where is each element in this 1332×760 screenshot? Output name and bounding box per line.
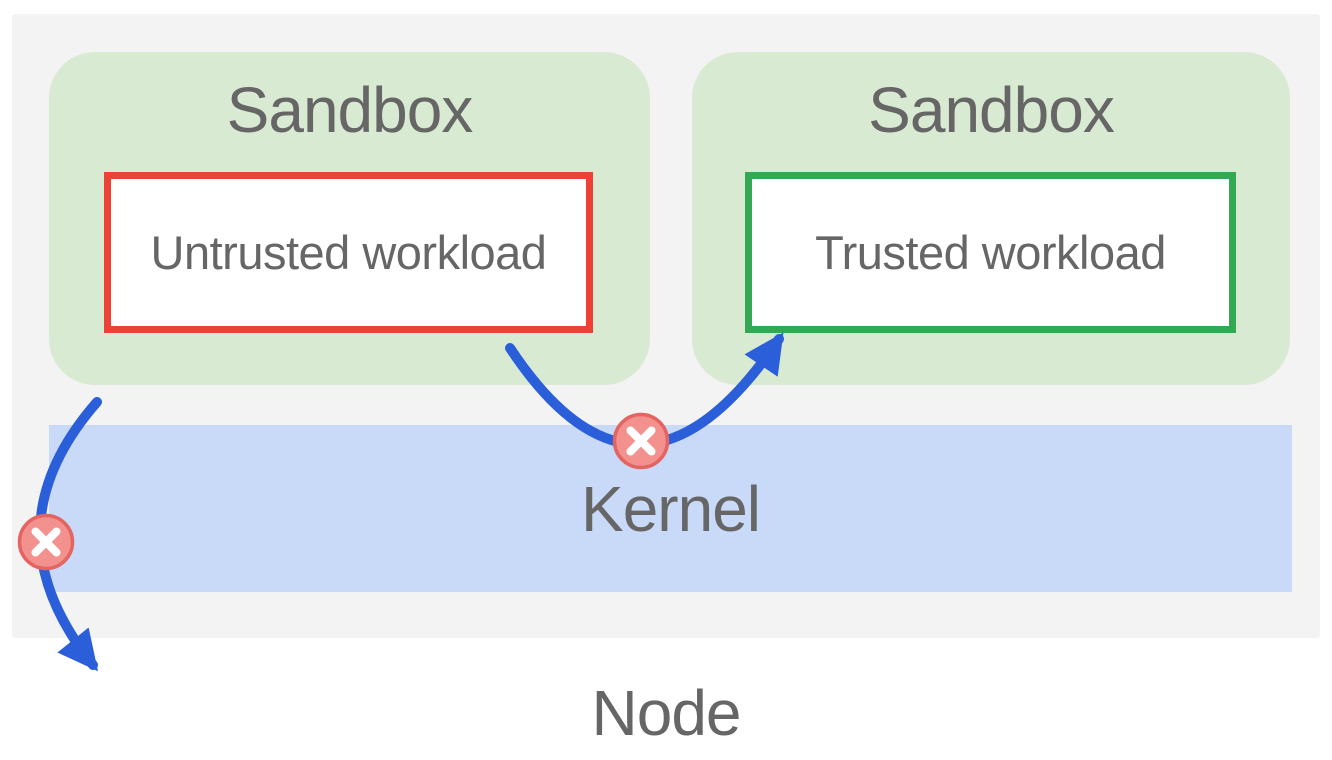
trusted-workload-box: Trusted workload [745, 172, 1236, 333]
trusted-workload-label: Trusted workload [815, 226, 1166, 279]
untrusted-workload-label: Untrusted workload [150, 226, 547, 279]
sandbox-trusted-title: Sandbox [868, 74, 1115, 146]
sandbox-trusted: Sandbox Trusted workload [692, 52, 1290, 385]
kernel-band: Kernel [49, 425, 1292, 592]
untrusted-workload-box: Untrusted workload [104, 172, 593, 333]
sandbox-untrusted-title: Sandbox [226, 74, 474, 146]
node-label: Node [591, 677, 742, 749]
sandbox-untrusted: Sandbox Untrusted workload [49, 52, 650, 385]
kernel-label: Kernel [581, 472, 761, 545]
